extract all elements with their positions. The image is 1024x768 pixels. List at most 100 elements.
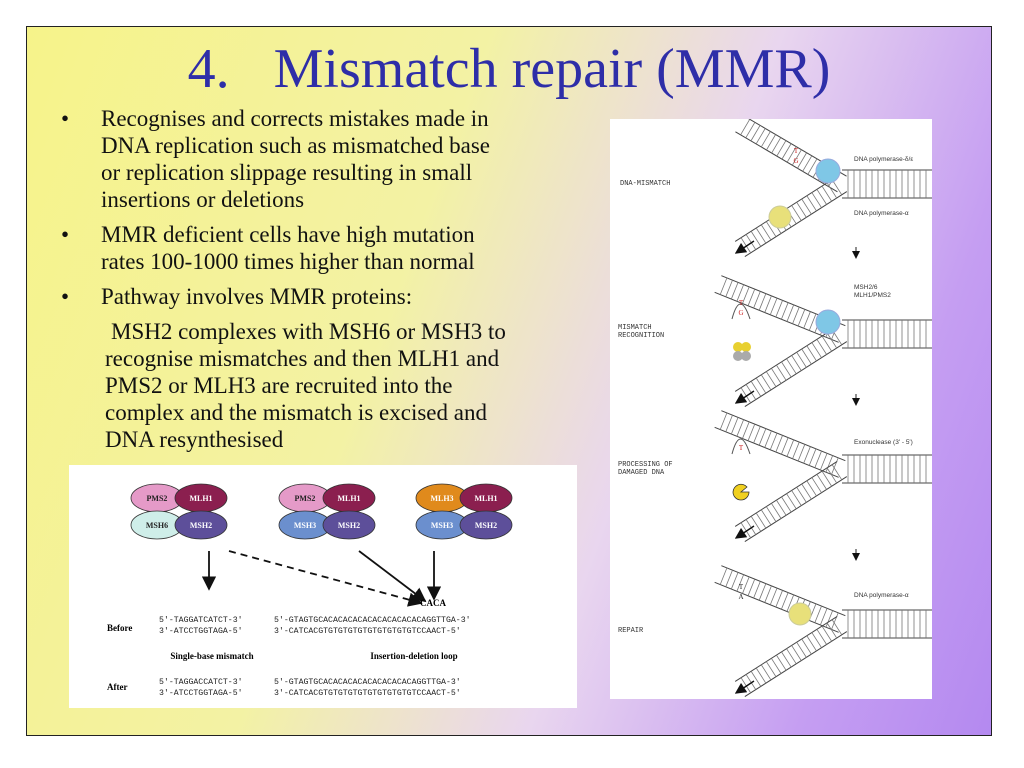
base-pair <box>792 441 800 459</box>
row-label-after: After <box>107 682 127 692</box>
base-pair <box>730 572 739 590</box>
strand-arrow <box>734 680 755 694</box>
base-pair <box>796 641 807 658</box>
bullet-line: Recognises and corrects mistakes made in <box>101 106 489 131</box>
base-pair <box>745 519 757 535</box>
base-pair <box>736 284 744 302</box>
base-pair <box>806 635 817 652</box>
base-pair <box>808 313 817 331</box>
protein-label: MSH3 <box>294 521 316 530</box>
subtext-line: recognise mismatches and then MLH1 and <box>105 346 500 371</box>
enzyme-label: DNA polymerase-α <box>854 210 909 217</box>
base-pair <box>764 295 772 313</box>
bullet-dot: • <box>61 284 70 309</box>
base-letter: G <box>738 309 743 317</box>
base-pair <box>742 576 750 594</box>
base-pair <box>781 592 789 610</box>
protein-label: MLH1 <box>189 494 212 503</box>
bullet-line: DNA replication such as mismatched base <box>101 133 490 158</box>
replication-fork: TG <box>714 275 932 408</box>
base-pair <box>801 348 812 365</box>
base-pair <box>747 578 756 596</box>
base-pair <box>775 300 783 318</box>
base-pair <box>753 581 761 599</box>
base-pair <box>801 483 812 500</box>
dna-strand <box>744 476 848 543</box>
base-letter: T <box>739 299 744 307</box>
base-pair <box>816 339 827 355</box>
dna-sequence: 5'-GTAGTGCACACACACACACACACACAGGTTGA-3' <box>274 677 461 687</box>
base-pair <box>766 134 776 151</box>
base-pair <box>776 499 787 516</box>
base-pair <box>745 674 757 690</box>
base-pair <box>750 516 762 532</box>
dna-sequence: 5'-TAGGACCATCT-3' <box>159 677 243 687</box>
base-pair <box>797 309 806 327</box>
protein-ellipse <box>322 510 376 540</box>
base-pair <box>771 503 782 519</box>
base-pair <box>814 605 822 623</box>
caption-loop: Insertion-deletion loop <box>370 651 457 661</box>
base-pair <box>755 128 766 145</box>
dna-strand <box>714 426 839 478</box>
base-pair <box>725 569 733 587</box>
base-pair <box>758 293 767 311</box>
base-pair <box>806 345 817 362</box>
bullet-line: Pathway involves MMR proteins: <box>101 284 413 309</box>
dna-strand <box>734 460 838 527</box>
base-pair <box>760 131 771 148</box>
dna-sequence: 5'-TAGGATCATCT-3' <box>159 615 243 625</box>
base-pair <box>786 648 797 665</box>
base-pair <box>745 234 757 250</box>
base-pair <box>781 437 789 455</box>
dna-strand <box>744 341 848 408</box>
base-pair <box>791 355 802 371</box>
base-pair <box>816 189 827 205</box>
base-pair <box>781 496 792 513</box>
base-pair <box>745 384 757 400</box>
base-pair <box>771 137 782 154</box>
base-pair <box>806 195 817 212</box>
base-pair <box>821 335 832 352</box>
protein-label: MLH3 <box>430 494 453 503</box>
bullet-item: • Pathway involves MMR proteins: <box>61 283 621 310</box>
protein-label: PMS2 <box>295 494 316 503</box>
base-pair <box>792 306 800 324</box>
base-pair <box>736 574 744 592</box>
protein-label: MSH2 <box>338 521 360 530</box>
base-pair <box>760 509 772 526</box>
protein-label: PMS2 <box>147 494 168 503</box>
mlh-protein <box>733 351 743 361</box>
base-pair <box>831 619 843 636</box>
base-pair <box>765 221 777 237</box>
base-pair <box>786 439 795 457</box>
base-pair <box>760 664 772 681</box>
base-pair <box>776 654 787 671</box>
base-pair <box>719 567 728 585</box>
base-pair <box>750 671 762 687</box>
base-pair <box>758 583 767 601</box>
dna-strand <box>721 410 846 462</box>
base-pair <box>745 122 756 139</box>
base-pair <box>776 364 787 381</box>
base-pair <box>771 658 782 674</box>
base-pair <box>775 590 783 608</box>
base-pair <box>742 421 750 439</box>
base-pair <box>786 493 797 510</box>
protein-ellipse <box>459 510 513 540</box>
dna-sequence: 5'-GTAGTGCACACACACACACACACACACAGGTTGA-3' <box>274 615 471 625</box>
msh-protein <box>741 342 751 352</box>
base-pair <box>760 224 772 241</box>
strand-arrow <box>734 390 755 404</box>
caption-single: Single-base mismatch <box>170 651 253 661</box>
bullet-item: •Recognises and corrects mistakes made i… <box>61 105 621 213</box>
protein-label: MLH1 <box>474 494 497 503</box>
base-pair <box>791 149 802 166</box>
bullet-line: MMR deficient cells have high mutation <box>101 222 475 247</box>
base-pair <box>826 622 838 639</box>
base-pair <box>755 377 767 394</box>
enzyme-label: DNA polymerase-α <box>854 592 909 599</box>
